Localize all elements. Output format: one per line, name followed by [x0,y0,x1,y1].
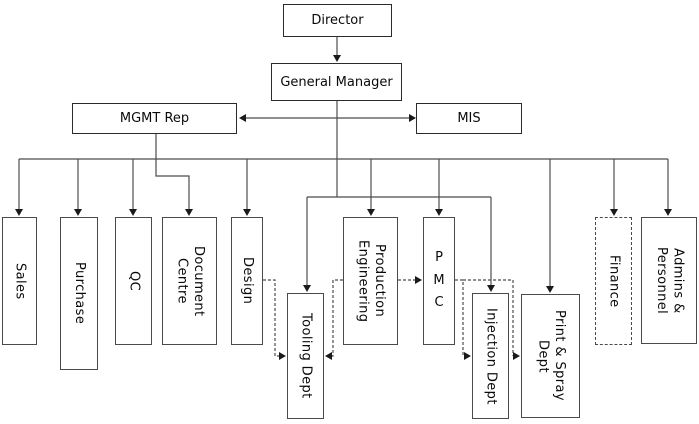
node-director-label: Director [311,13,364,28]
arrowhead-prodeng [367,209,375,216]
edge-design-tooling [263,279,279,357]
arrowhead-pmc-injection [464,352,471,360]
node-mgmt-rep-label: MGMT Rep [119,111,190,126]
node-qc-label: QC [126,270,142,292]
node-injection-dept-label: Injection Dept [483,307,499,405]
node-sales-label: Sales [12,262,28,300]
node-print-spray-dept-label: Print & Spray Dept [535,310,567,402]
node-production-engineering-label: Production Engineering [355,239,387,323]
node-finance-label: Finance [606,254,622,308]
node-director: Director [283,4,392,37]
arrowhead-admins [664,209,672,216]
arrowhead-tooling-top [303,285,311,292]
edge-prodeng-tooling [332,279,343,357]
arrowhead-design-tooling [279,352,286,360]
node-injection-dept: Injection Dept [472,293,509,419]
node-print-spray-dept: Print & Spray Dept [521,294,580,418]
arrowhead-prodeng-pmc [415,276,422,284]
arrowhead-pmc-printspray [513,352,520,360]
node-design: Design [231,217,263,345]
dashed-connectors [263,279,514,357]
node-design-label: Design [240,257,256,305]
node-sales: Sales [2,217,37,345]
node-finance: Finance [595,217,632,345]
node-admins-personnel: Admins & Personnel [641,217,697,344]
arrowhead-sales [15,209,23,216]
edge-mgmtrep-doccentre [155,134,190,209]
node-tooling-dept: Tooling Dept [287,293,324,419]
node-general-manager-label: General Manager [280,74,393,90]
node-document-centre-label: Document Centre [174,245,206,317]
node-tooling-dept-label: Tooling Dept [298,313,314,399]
node-mis-label: MIS [457,111,481,126]
arrowhead-mis [409,114,416,122]
edge-pmc-printspray [463,279,514,356]
edge-pmc-injection [455,279,464,357]
node-mis: MIS [416,103,522,134]
node-general-manager: General Manager [271,63,402,101]
arrow-heads [15,55,672,360]
arrowhead-pmc [435,209,443,216]
arrowhead-gm [333,55,341,62]
arrowhead-design [243,209,251,216]
node-document-centre: Document Centre [162,217,217,345]
node-pmc: P M C [423,217,455,345]
arrowhead-mgmtrep [239,114,246,122]
node-qc: QC [115,217,152,345]
node-admins-personnel-label: Admins & Personnel [654,246,686,315]
arrowhead-purchase [74,209,82,216]
arrowhead-finance [610,209,618,216]
arrowhead-prodeng-tooling [325,352,332,360]
solid-connectors [18,37,669,286]
node-pmc-label: P M C [433,249,445,311]
arrowhead-printspray-top [546,286,554,293]
node-purchase-label: Purchase [72,262,88,325]
node-production-engineering: Production Engineering [343,217,398,345]
arrowhead-injection-top [487,285,495,292]
node-mgmt-rep: MGMT Rep [72,103,237,134]
arrowhead-doccentre [185,209,193,216]
arrowhead-qc [129,209,137,216]
node-purchase: Purchase [60,217,98,370]
